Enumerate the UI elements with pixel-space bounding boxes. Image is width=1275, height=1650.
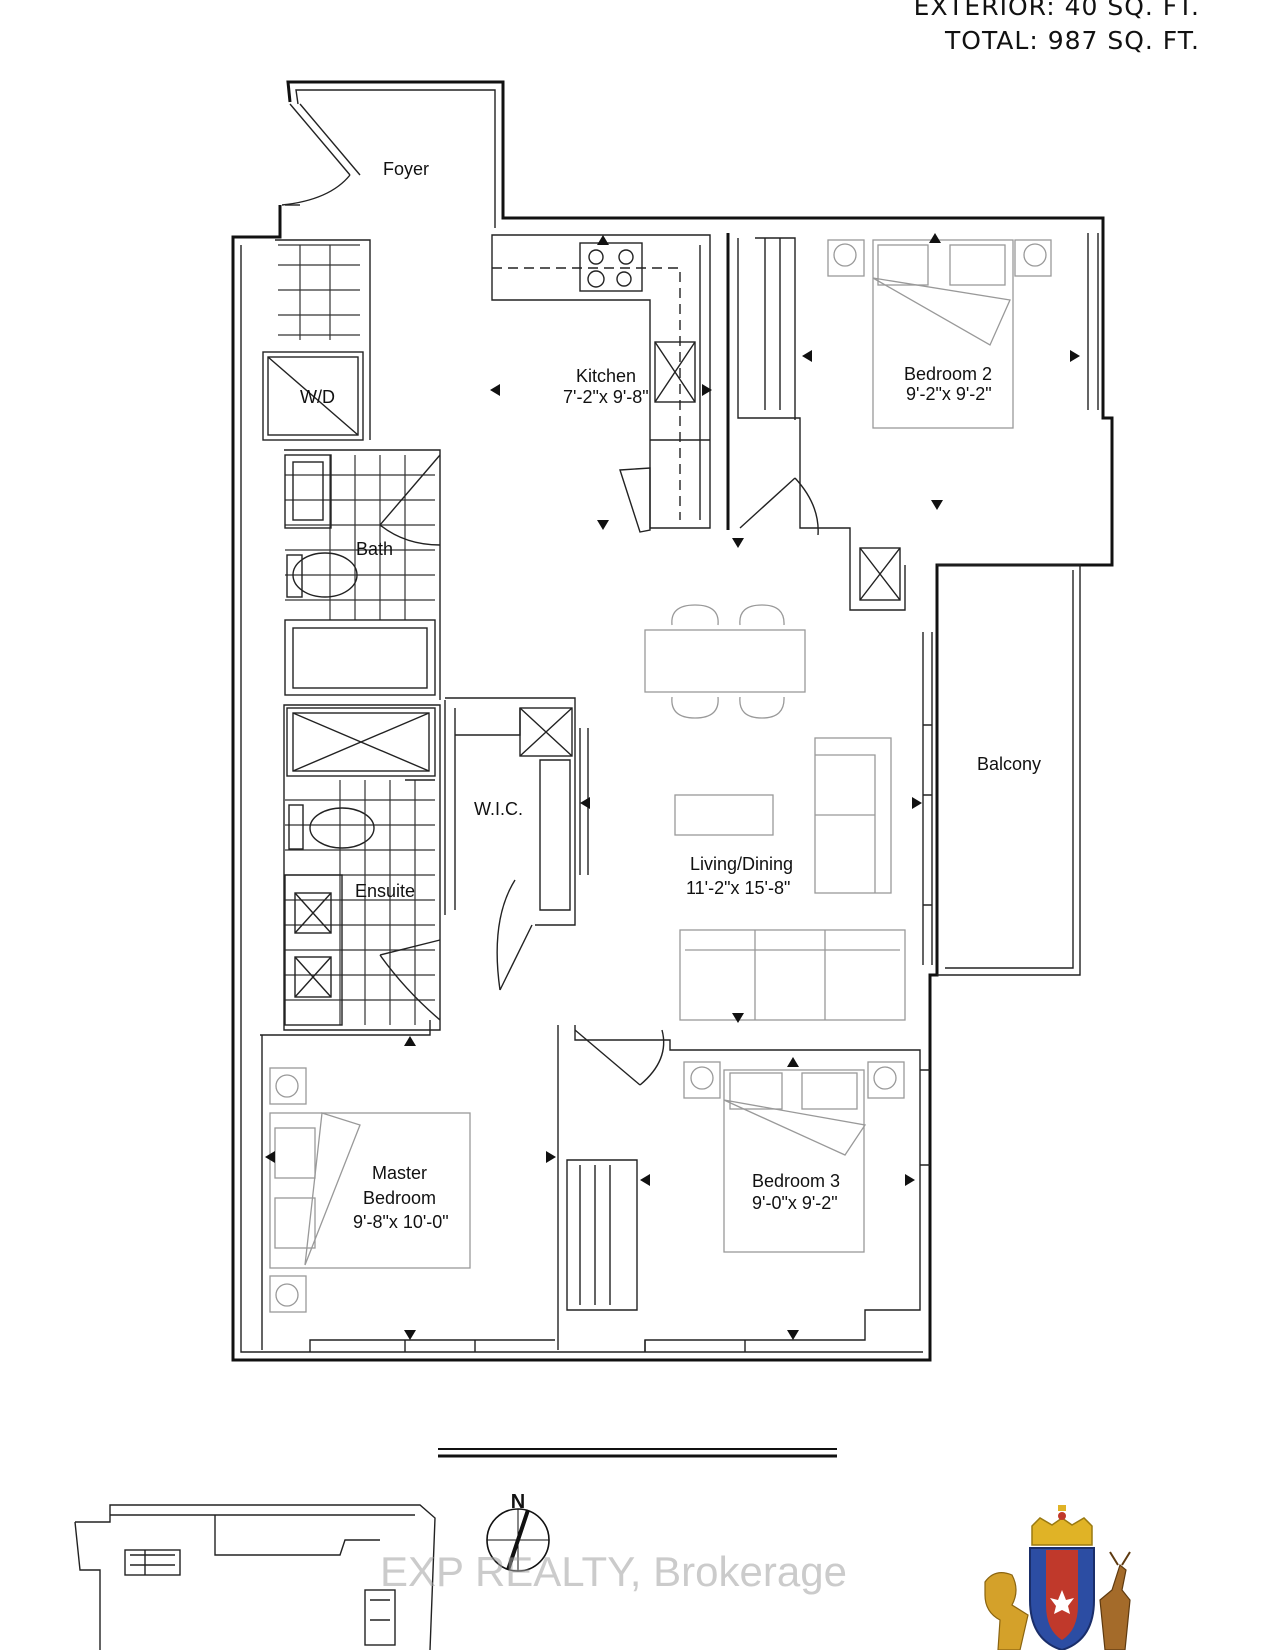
- balcony: [922, 564, 1081, 976]
- wic-door[interactable]: [496, 879, 533, 991]
- room-label-bedroom2: Bedroom 2: [904, 364, 992, 384]
- room-label-ensuite: Ensuite: [355, 881, 415, 901]
- room-dim-bedroom2: 9'-2"x 9'-2": [906, 384, 992, 404]
- room-label-wic: W.I.C.: [474, 799, 523, 819]
- armchair: [814, 737, 892, 894]
- compass-north-label: N: [511, 1491, 525, 1513]
- bedroom3-bed: [683, 1061, 905, 1253]
- room-dim-bedroom3: 9'-0"x 9'-2": [752, 1193, 838, 1213]
- room-label-bedroom3: Bedroom 3: [752, 1171, 840, 1191]
- room-dim-kitchen: 7'-2"x 9'-8": [563, 387, 649, 407]
- kitchen-counters: [491, 234, 711, 533]
- exterior-area-label: EXTERIOR: 40 SQ. FT.: [913, 0, 1200, 21]
- key-plan: [74, 1504, 436, 1650]
- bedroom2-walls: [726, 233, 1099, 611]
- bedroom2-bed: [827, 239, 1052, 429]
- dining-table: [644, 604, 806, 719]
- coffee-table: [674, 794, 774, 836]
- room-label-foyer: Foyer: [383, 159, 429, 179]
- bedroom3-walls: [574, 1025, 930, 1352]
- room-label-wd: W/D: [300, 387, 335, 407]
- sofa: [679, 929, 906, 1021]
- total-area-label: TOTAL: 987 SQ. FT.: [945, 26, 1200, 55]
- master-bed: [269, 1067, 471, 1313]
- ensuite: [283, 704, 441, 1031]
- master-bedroom-walls: [260, 1020, 559, 1352]
- walk-in-closet: [444, 697, 589, 926]
- room-label-living: Living/Dining: [690, 854, 793, 874]
- room-label-bath: Bath: [356, 539, 393, 559]
- room-label-master-1: Master: [372, 1163, 427, 1183]
- north-arrow-icon: [486, 1508, 550, 1572]
- crest-logo-icon: [984, 1505, 1131, 1650]
- room-label-master-2: Bedroom: [363, 1188, 436, 1208]
- laundry-closet: [262, 239, 371, 441]
- room-dim-living: 11'-2"x 15'-8": [686, 878, 790, 898]
- ensuite-door[interactable]: [379, 939, 441, 1021]
- bedroom3-door[interactable]: [574, 1029, 665, 1086]
- room-label-balcony: Balcony: [977, 754, 1041, 774]
- view-arrows: [265, 233, 1080, 1340]
- divider-bar: [438, 1448, 837, 1458]
- room-dim-master: 9'-8"x 10'-0": [353, 1212, 449, 1232]
- exterior-walls: [231, 80, 1114, 1362]
- bath-door[interactable]: [379, 454, 441, 546]
- room-label-kitchen: Kitchen: [576, 366, 636, 386]
- brokerage-watermark: EXP REALTY, Brokerage: [380, 1548, 847, 1595]
- bath-tiles: [284, 449, 441, 700]
- master-closet: [566, 1159, 638, 1311]
- entry-door[interactable]: [281, 103, 361, 206]
- bedroom2-door[interactable]: [739, 477, 819, 536]
